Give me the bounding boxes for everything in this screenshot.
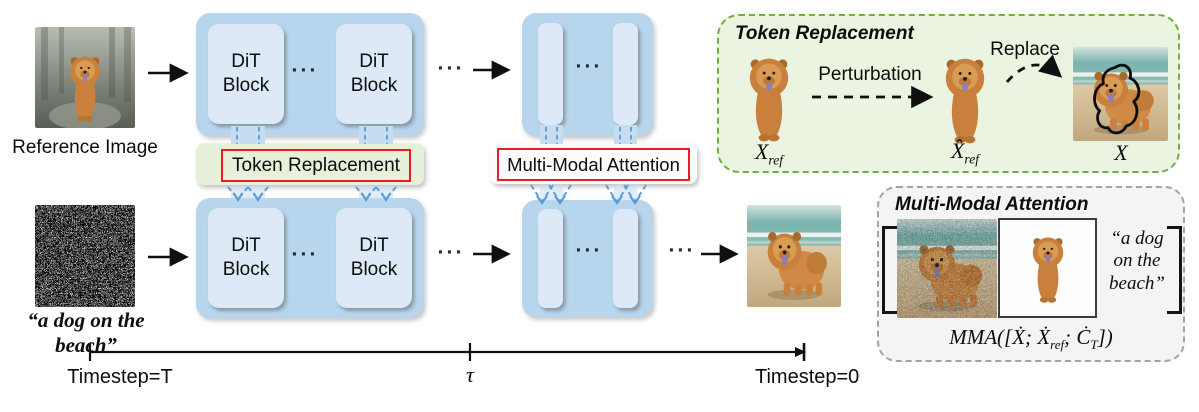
x-ref-base: X — [754, 139, 769, 164]
formula-x-dot-ref: Ẋ — [1037, 325, 1051, 349]
left-bracket — [882, 226, 897, 314]
formula-head: MMA — [949, 325, 998, 349]
x-target-image — [1073, 47, 1168, 141]
ellipsis-top-between: ··· — [437, 57, 465, 80]
dit-block-top-1: DiT Block — [208, 24, 284, 124]
dit-container-top-left: DiT Block DiT Block — [196, 13, 424, 136]
timeline-end-label: Timestep=0 — [755, 366, 860, 388]
perturbation-label: Perturbation — [818, 64, 922, 85]
formula-sep2: ; — [1064, 325, 1077, 349]
dit-bar-top-1 — [538, 23, 563, 125]
ellipsis-top-middle: ··· — [575, 55, 603, 78]
multi-modal-attention-panel-title: Multi-Modal Attention — [895, 194, 1089, 215]
mma-noisy-beach-image — [897, 219, 997, 318]
formula-c-dot-sub: T — [1090, 337, 1098, 353]
reference-image-caption: Reference Image — [12, 137, 158, 158]
token-replacement-panel-title: Token Replacement — [735, 23, 914, 44]
dit-block-top-2: DiT Block — [336, 24, 412, 124]
multi-modal-attention-band: Multi-Modal Attention — [490, 143, 697, 184]
x-caption: X — [1114, 140, 1128, 165]
token-replacement-tag-label: Token Replacement — [232, 154, 400, 176]
dit-container-bottom-left: DiT Block DiT Block — [196, 198, 424, 318]
x-ref-sub: ref — [768, 152, 784, 168]
formula-x-dot-ref-sub: ref — [1050, 337, 1065, 353]
prompt-caption: “a dog on the beach” — [27, 308, 145, 357]
dit-container-top-middle — [522, 13, 653, 136]
timeline-start-label: Timestep=T — [67, 366, 173, 388]
dit-bar-top-2 — [613, 23, 638, 125]
ellipsis-bottom-middle: ··· — [575, 239, 603, 262]
multi-modal-attention-tag-label: Multi-Modal Attention — [507, 153, 680, 175]
multi-modal-attention-tag: Multi-Modal Attention — [497, 148, 690, 181]
mma-dog-cutout — [1032, 236, 1063, 303]
formula-close: ]) — [1097, 325, 1113, 349]
dit-block-bottom-1: DiT Block — [208, 208, 284, 308]
dog-outline-annotation — [1093, 63, 1141, 135]
token-replacement-band: Token Replacement — [196, 143, 424, 185]
token-replacement-tag: Token Replacement — [221, 149, 411, 182]
x-ref-caption: Xref — [737, 139, 801, 168]
formula-c-dot: Ċ — [1076, 325, 1091, 349]
dit-block-label: DiT Block — [350, 50, 398, 96]
formula-x-dot: Ẋ — [1012, 325, 1026, 349]
dit-block-label: DiT Block — [222, 50, 270, 96]
timeline-tau-label: τ — [466, 362, 474, 387]
ellipsis-bottom-between: ··· — [437, 241, 465, 264]
dit-bar-bottom-2 — [613, 209, 638, 308]
mma-prompt-text: “a dog on the beach” — [1109, 228, 1165, 294]
dit-block-label: DiT Block — [350, 234, 398, 280]
mma-reference-token-box — [998, 218, 1097, 318]
noise-image — [35, 205, 135, 307]
x-hat-ref-dog-image — [941, 53, 989, 145]
x-hat-ref-sub: ref — [964, 151, 980, 167]
replace-label: Replace — [990, 39, 1060, 60]
reference-image — [35, 27, 135, 128]
ellipsis-top-blocks: ··· — [291, 59, 319, 82]
formula-open: ([ — [997, 325, 1013, 349]
ellipsis-before-output: ··· — [668, 239, 696, 262]
x-hat-ref-caption: X̂ref — [933, 138, 997, 167]
x-ref-dog-image — [745, 53, 793, 143]
right-bracket — [1167, 226, 1182, 314]
dit-bar-bottom-1 — [538, 209, 563, 308]
mma-formula: MMA([Ẋ; Ẋref; ĊT]) — [877, 325, 1185, 353]
dit-container-bottom-middle — [522, 200, 653, 317]
dit-block-label: DiT Block — [222, 234, 270, 280]
dit-block-bottom-2: DiT Block — [336, 208, 412, 308]
ellipsis-bottom-blocks: ··· — [291, 243, 319, 266]
output-image — [747, 205, 841, 307]
timeline-arrowhead-icon — [795, 347, 806, 357]
formula-sep1: ; — [1025, 325, 1038, 349]
x-hat-ref-base: X̂ — [950, 138, 965, 163]
timeline-axis — [88, 343, 806, 361]
